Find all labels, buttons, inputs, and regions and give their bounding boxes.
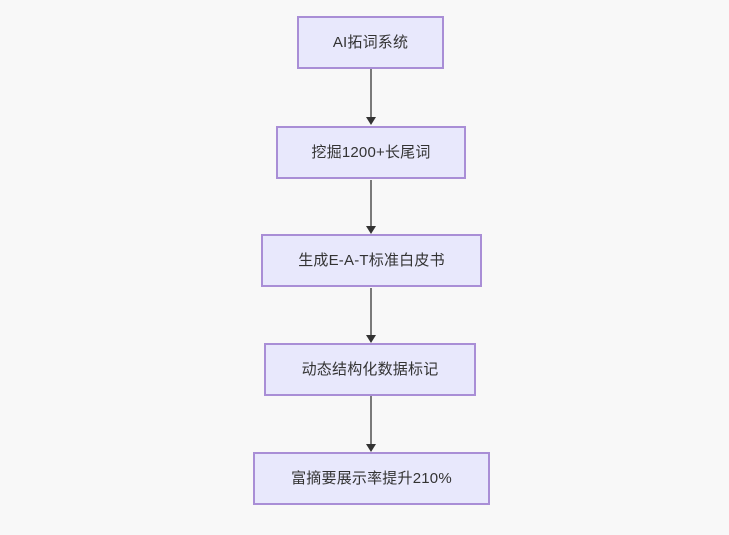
node-label: 动态结构化数据标记 <box>301 360 439 378</box>
connector-line-n3-n4 <box>370 396 372 444</box>
flowchart-node-structured-data-markup[interactable]: 动态结构化数据标记 <box>264 343 476 396</box>
connector-line-n0-n1 <box>370 69 372 117</box>
flowchart-node-rich-snippet-result[interactable]: 富摘要展示率提升210% <box>253 452 490 505</box>
flowchart-node-longtail-keywords[interactable]: 挖掘1200+长尾词 <box>276 126 466 179</box>
down-arrow-icon-n2-n3 <box>366 335 376 343</box>
flowchart-node-ai-expansion-system[interactable]: AI拓词系统 <box>297 16 444 69</box>
node-label: 挖掘1200+长尾词 <box>311 143 431 161</box>
connector-line-n1-n2 <box>370 180 372 226</box>
node-label: 富摘要展示率提升210% <box>291 469 452 487</box>
down-arrow-icon-n0-n1 <box>366 117 376 125</box>
node-label: AI拓词系统 <box>332 33 409 51</box>
connector-line-n2-n3 <box>370 288 372 335</box>
node-label: 生成E-A-T标准白皮书 <box>298 251 445 269</box>
down-arrow-icon-n1-n2 <box>366 226 376 234</box>
down-arrow-icon-n3-n4 <box>366 444 376 452</box>
flowchart-node-eat-whitepaper[interactable]: 生成E-A-T标准白皮书 <box>261 234 482 287</box>
